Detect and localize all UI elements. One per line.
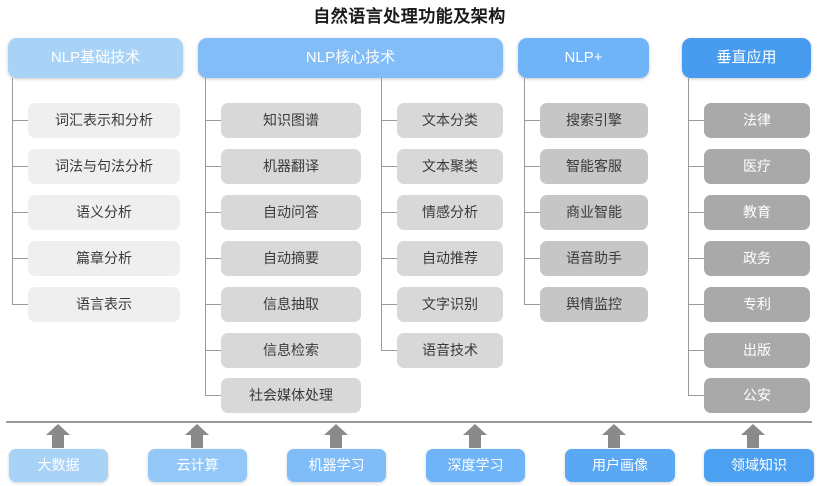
leaf-node[interactable]: 情感分析 <box>397 195 503 230</box>
branch-line <box>524 120 540 121</box>
leaf-node[interactable]: 政务 <box>704 241 810 276</box>
branch-line <box>688 395 704 396</box>
leaf-node[interactable]: 舆情监控 <box>540 287 648 322</box>
leaf-node[interactable]: 智能客服 <box>540 149 648 184</box>
leaf-node[interactable]: 专利 <box>704 287 810 322</box>
branch-line <box>524 304 540 305</box>
leaf-node[interactable]: 知识图谱 <box>221 103 361 138</box>
trunk-line-nlp-basic <box>12 78 13 305</box>
branch-line <box>381 258 397 259</box>
leaf-node[interactable]: 自动摘要 <box>221 241 361 276</box>
leaf-node[interactable]: 文字识别 <box>397 287 503 322</box>
branch-line <box>688 166 704 167</box>
branch-line <box>688 120 704 121</box>
foundation-separator <box>6 421 812 423</box>
leaf-node[interactable]: 社会媒体处理 <box>221 378 361 413</box>
column-header-vertical-app[interactable]: 垂直应用 <box>682 38 811 78</box>
branch-line <box>381 212 397 213</box>
branch-line <box>381 166 397 167</box>
branch-line <box>688 304 704 305</box>
trunk-line-core-right <box>381 78 382 350</box>
leaf-node[interactable]: 公安 <box>704 378 810 413</box>
branch-line <box>688 350 704 351</box>
branch-line <box>12 212 28 213</box>
branch-line <box>688 212 704 213</box>
leaf-node[interactable]: 商业智能 <box>540 195 648 230</box>
branch-line <box>205 304 221 305</box>
leaf-node[interactable]: 机器翻译 <box>221 149 361 184</box>
branch-line <box>12 166 28 167</box>
branch-line <box>205 166 221 167</box>
foundation-node[interactable]: 用户画像 <box>565 449 675 482</box>
branch-line <box>381 304 397 305</box>
leaf-node[interactable]: 语音技术 <box>397 333 503 368</box>
leaf-node[interactable]: 出版 <box>704 333 810 368</box>
leaf-node[interactable]: 医疗 <box>704 149 810 184</box>
branch-line <box>205 350 221 351</box>
leaf-node[interactable]: 词汇表示和分析 <box>28 103 180 138</box>
up-arrow-icon <box>462 424 488 448</box>
up-arrow-icon <box>740 424 766 448</box>
trunk-line-core-left <box>205 78 206 395</box>
trunk-line-vertical <box>688 78 689 395</box>
branch-line <box>524 166 540 167</box>
branch-line <box>688 258 704 259</box>
leaf-node[interactable]: 文本聚类 <box>397 149 503 184</box>
foundation-node[interactable]: 机器学习 <box>287 449 386 482</box>
up-arrow-icon <box>184 424 210 448</box>
branch-line <box>205 258 221 259</box>
branch-line <box>524 212 540 213</box>
branch-line <box>12 120 28 121</box>
leaf-node[interactable]: 法律 <box>704 103 810 138</box>
leaf-node[interactable]: 文本分类 <box>397 103 503 138</box>
foundation-node[interactable]: 云计算 <box>148 449 247 482</box>
branch-line <box>381 120 397 121</box>
branch-line <box>12 258 28 259</box>
leaf-node[interactable]: 语言表示 <box>28 287 180 322</box>
leaf-node[interactable]: 语义分析 <box>28 195 180 230</box>
column-header-nlp-basic[interactable]: NLP基础技术 <box>8 38 183 78</box>
column-header-nlp-plus[interactable]: NLP+ <box>518 38 649 78</box>
foundation-node[interactable]: 大数据 <box>9 449 108 482</box>
branch-line <box>205 120 221 121</box>
up-arrow-icon <box>45 424 71 448</box>
leaf-node[interactable]: 搜索引擎 <box>540 103 648 138</box>
page-title: 自然语言处理功能及架构 <box>313 7 506 26</box>
up-arrow-icon <box>323 424 349 448</box>
leaf-node[interactable]: 信息检索 <box>221 333 361 368</box>
leaf-node[interactable]: 篇章分析 <box>28 241 180 276</box>
branch-line <box>205 395 221 396</box>
branch-line <box>381 350 397 351</box>
leaf-node[interactable]: 自动问答 <box>221 195 361 230</box>
leaf-node[interactable]: 词法与句法分析 <box>28 149 180 184</box>
trunk-line-nlp-plus <box>524 78 525 305</box>
branch-line <box>524 258 540 259</box>
leaf-node[interactable]: 自动推荐 <box>397 241 503 276</box>
foundation-node[interactable]: 领域知识 <box>704 449 814 482</box>
branch-line <box>205 212 221 213</box>
leaf-node[interactable]: 语音助手 <box>540 241 648 276</box>
leaf-node[interactable]: 信息抽取 <box>221 287 361 322</box>
up-arrow-icon <box>601 424 627 448</box>
column-header-nlp-core[interactable]: NLP核心技术 <box>198 38 503 78</box>
leaf-node[interactable]: 教育 <box>704 195 810 230</box>
foundation-node[interactable]: 深度学习 <box>426 449 525 482</box>
branch-line <box>12 304 28 305</box>
